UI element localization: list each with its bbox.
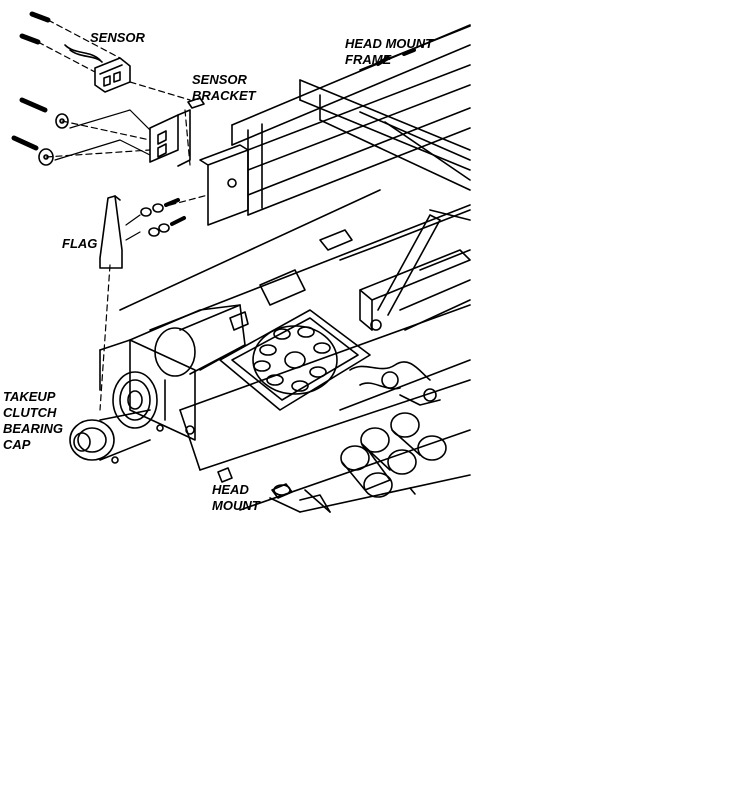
sensor-part [64,44,131,93]
head-mount-part [217,467,416,513]
head-mount-frame-label: HEAD MOUNT FRAME [345,36,434,67]
flag-label: FLAG [62,236,98,251]
flag-part [99,195,141,269]
assembly-guide-lines [37,19,209,411]
takeup-clutch-bearing-cap-label: TAKEUP CLUTCH BEARING CAP [3,389,63,452]
capacitor-group [340,412,447,498]
electronics [339,359,471,411]
head-mount-label: HEAD MOUNT [212,482,260,513]
sensor-bracket-label: SENSOR BRACKET [192,72,256,103]
bracket-block [199,144,249,226]
fan [219,309,371,411]
flag-screws [140,198,186,237]
head-arm [359,214,471,331]
screw-set [11,11,69,166]
takeup-clutch-assembly [69,304,249,464]
head-mount-frame [231,24,471,216]
sensor-bracket-plate [149,97,205,167]
connector-lines [54,109,151,161]
sensor-label: SENSOR [90,30,145,45]
